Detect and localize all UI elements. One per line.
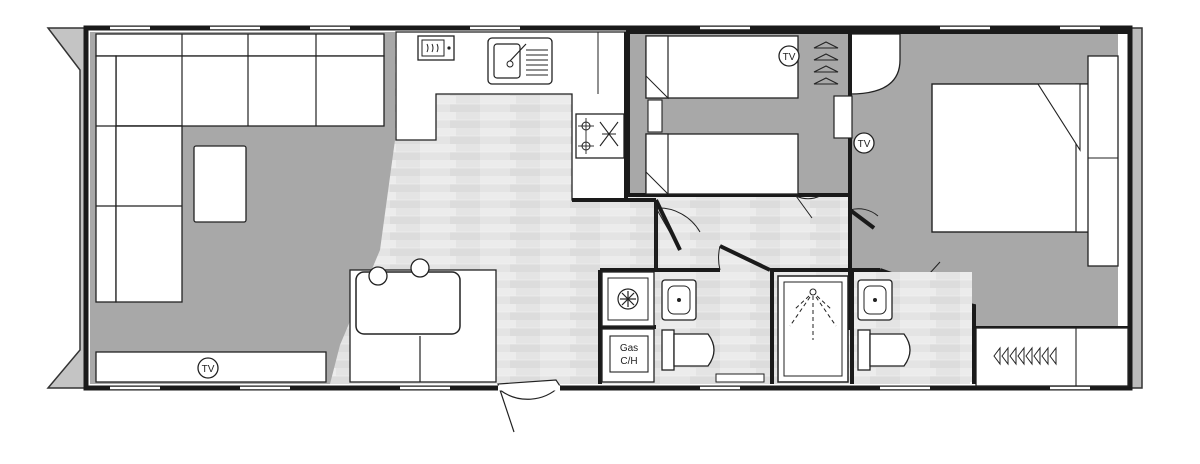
radiator-icon [993, 346, 1057, 366]
sink-icon [487, 37, 553, 85]
ensuite-bathroom [854, 272, 972, 382]
door-swing [795, 195, 821, 219]
left-bay-window [46, 27, 89, 389]
internal-walls [572, 32, 976, 384]
toilet [661, 329, 715, 371]
windows [110, 26, 1100, 391]
single-bed [645, 133, 799, 195]
tv-icon [853, 132, 875, 154]
snowflake-icon [617, 288, 639, 310]
shower-room [777, 275, 849, 383]
sofa-seat-left [115, 125, 183, 303]
clothes-hanger-icon [813, 41, 839, 85]
utility: Gas C/H [601, 271, 655, 383]
toilet [857, 329, 911, 371]
bedside-table [647, 99, 663, 133]
tv-icon [197, 357, 219, 379]
sofa-left-back [95, 55, 117, 303]
main-bedroom: TV [833, 30, 1132, 387]
dining-chair [410, 258, 430, 278]
dining-area [349, 258, 497, 383]
corner-sofa-back [95, 33, 385, 57]
kitchen [395, 31, 627, 201]
shower-icon [789, 288, 837, 340]
tv-icon [778, 45, 800, 67]
entrance-door [499, 385, 561, 433]
coffee-table [193, 145, 247, 223]
hob-icon [575, 113, 625, 159]
towel-rail [715, 373, 765, 383]
dining-table [355, 271, 461, 335]
family-bathroom [658, 272, 770, 383]
wardrobe [833, 95, 853, 139]
headboard [1087, 55, 1119, 267]
single-bed [645, 35, 799, 99]
twin-bedroom: TV [626, 30, 901, 197]
tv-label-main: TV [858, 139, 871, 150]
gas-label: Gas [620, 343, 638, 354]
wardrobe [849, 33, 901, 95]
tv-label-lounge: TV [202, 364, 215, 375]
sofa-seat-top [115, 55, 385, 127]
radiator-unit [975, 327, 1129, 387]
ch-label: C/H [620, 356, 637, 367]
tv-label-twin: TV [783, 52, 796, 63]
lounge: TV [95, 33, 385, 383]
dining-chair [368, 266, 388, 286]
